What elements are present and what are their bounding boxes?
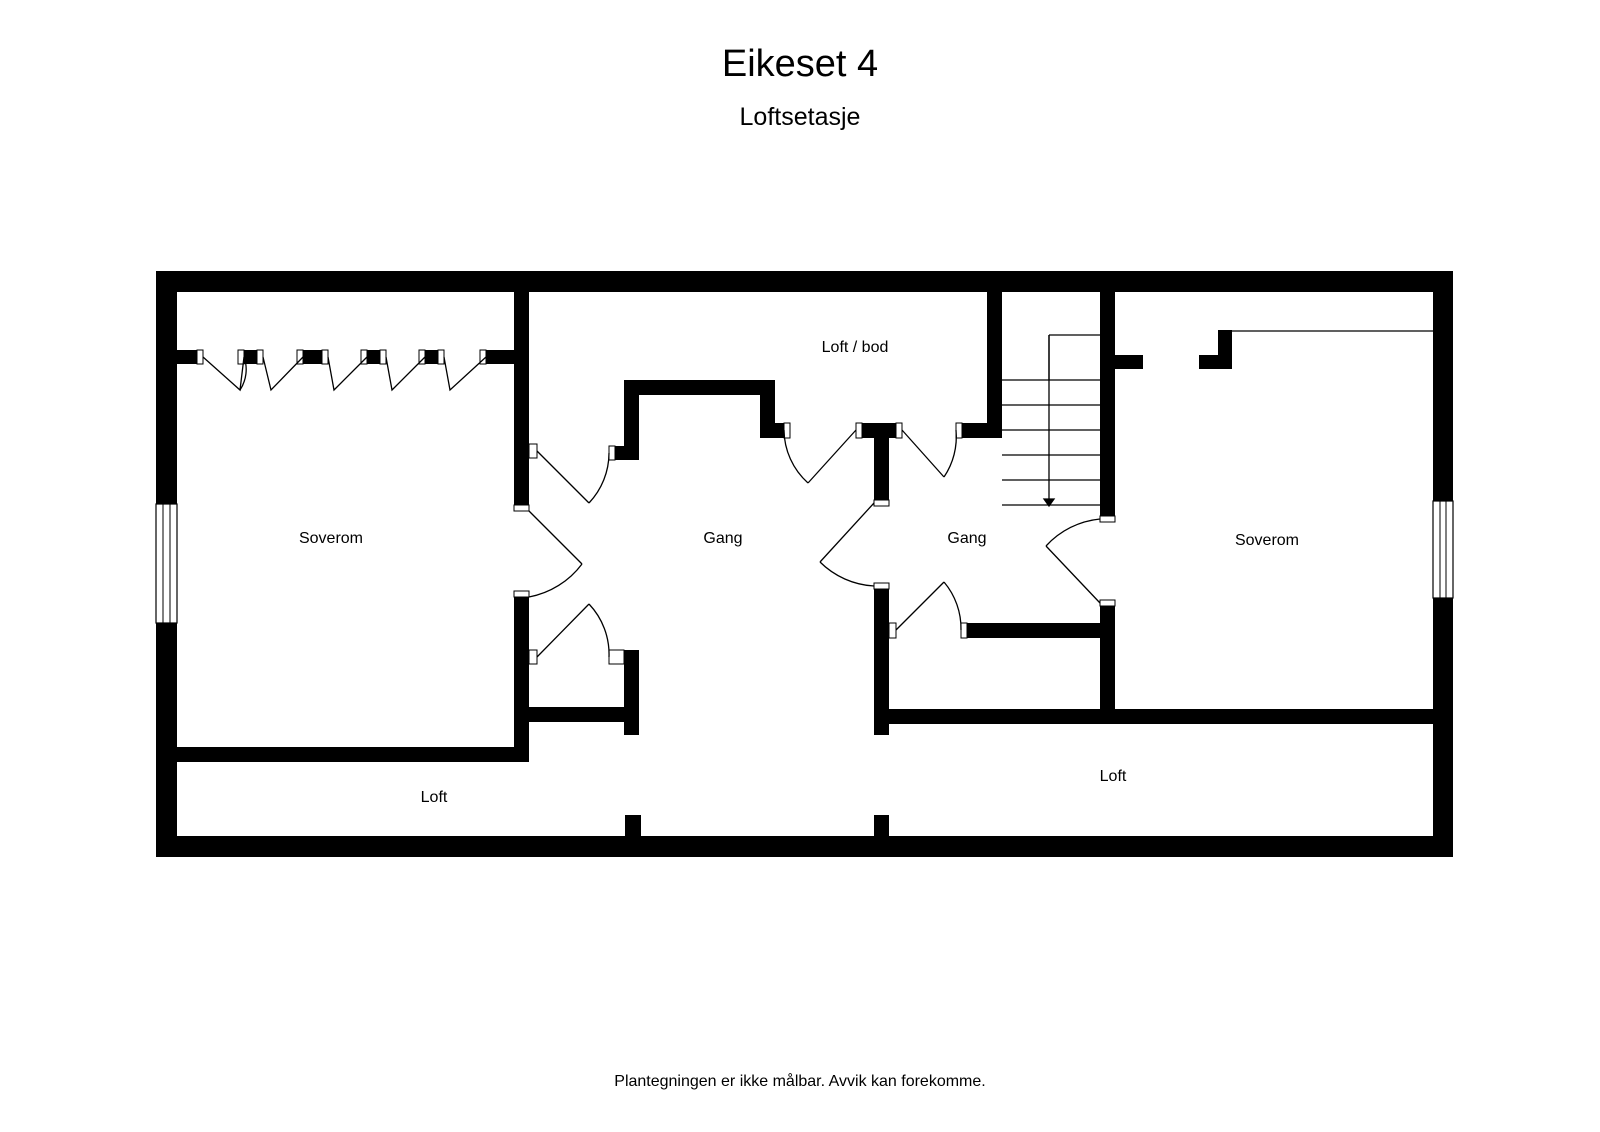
wall-center-post: [862, 423, 896, 438]
disclaimer-footer: Plantegningen er ikke målbar. Avvik kan …: [614, 1073, 986, 1090]
wall-builtin-1: [1115, 355, 1143, 369]
stair-arrow-icon: [1042, 498, 1056, 508]
label-loft-right: Loft: [1100, 768, 1127, 785]
wall-closet-center-bottom: [529, 707, 639, 722]
wall-bedroom-right-west-lower: [1100, 606, 1115, 709]
outer-walls: [156, 271, 1453, 857]
closet-post-3: [367, 350, 380, 364]
wall-stub-left: [625, 815, 641, 836]
wall-gang-right-upper: [874, 589, 889, 735]
outer-wall-bottom: [156, 836, 1453, 857]
label-soverom-right: Soverom: [1235, 532, 1299, 549]
wall-closet-center-right: [624, 650, 639, 735]
wall-bedroom-left-south: [177, 747, 529, 762]
outer-wall-right-lower: [1433, 598, 1453, 857]
windows: [155, 500, 1454, 624]
room-labels: Soverom Loft / bod Gang Gang Soverom Lof…: [299, 339, 1299, 806]
closet-post-2: [303, 350, 322, 364]
wall-bod-left: [624, 380, 639, 460]
wall-bedroom-left-east-upper: [514, 292, 529, 511]
wall-bedroom-right-west-upper: [1100, 292, 1115, 522]
interior-walls: [177, 292, 1433, 836]
wall-stub-right: [874, 815, 889, 836]
outer-wall-left-upper: [156, 271, 177, 504]
closet-wall-left-end: [177, 350, 197, 364]
plan-title: Eikeset 4: [721, 43, 879, 85]
label-gang-center: Gang: [703, 530, 742, 547]
window-left: [155, 503, 178, 624]
label-soverom-left: Soverom: [299, 530, 363, 547]
wall-bedroom-right-south: [874, 709, 1433, 724]
wall-center-column: [874, 438, 889, 506]
wall-bod-top: [624, 380, 775, 395]
wall-bod-right-foot: [760, 423, 784, 438]
wall-stair-left: [987, 292, 1002, 438]
window-right: [1432, 500, 1454, 599]
closet-post-1: [244, 350, 257, 364]
label-gang-right: Gang: [947, 530, 986, 547]
label-loft-bod: Loft / bod: [822, 339, 889, 356]
outer-wall-top: [156, 271, 1453, 292]
outer-wall-right-upper: [1433, 271, 1453, 501]
wall-bod-left-foot: [615, 446, 639, 460]
wall-bedroom-left-east-lower: [514, 597, 529, 761]
outer-wall-left-lower: [156, 623, 177, 857]
floor-subtitle: Loftsetasje: [739, 103, 861, 131]
door-jambs: [196, 349, 1116, 665]
closet-wall-right-end: [486, 350, 514, 364]
staircase: [1002, 334, 1100, 508]
closet-post-4: [425, 350, 438, 364]
wall-closet-right-top: [967, 623, 1100, 638]
label-loft-left: Loft: [421, 789, 448, 806]
wall-builtin-3: [1218, 330, 1232, 369]
door-swings: [202, 356, 1101, 658]
